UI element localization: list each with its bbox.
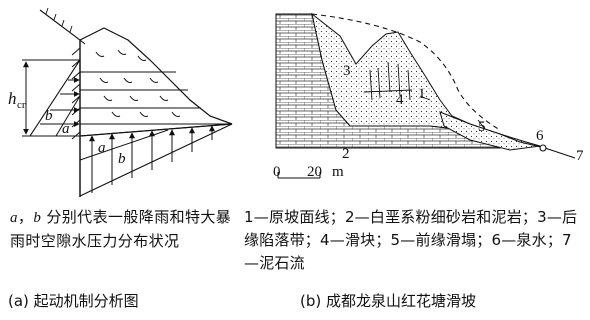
- panel-a-title: (a) 起动机制分析图: [8, 292, 139, 310]
- panel-a-description: a，b 分别代表一般降雨和特大暴雨时空隙水压力分布状况: [10, 206, 235, 253]
- spring-symbol: [539, 144, 547, 152]
- hcr-label: h: [8, 89, 17, 108]
- leader-lines: [419, 95, 485, 129]
- label-a-left: a: [62, 121, 70, 137]
- left-pressure-triangle: [28, 58, 81, 137]
- label-1: 1: [418, 86, 426, 102]
- uplift-pressure-triangle: [79, 123, 233, 197]
- scale-zero: 0: [273, 164, 281, 180]
- scale-twenty: 20: [307, 164, 322, 180]
- scale-unit: m: [332, 164, 344, 180]
- scale-bar: [277, 172, 321, 179]
- slide-mass: [311, 12, 501, 135]
- label-7: 7: [576, 148, 584, 164]
- var-separator: ，: [17, 208, 34, 226]
- label-b-mid: b: [118, 151, 126, 167]
- label-4: 4: [396, 92, 404, 108]
- label-b-left: b: [45, 108, 53, 124]
- label-2: 2: [342, 146, 350, 162]
- panel-b-title: (b) 成都龙泉山红花塘滑坡: [300, 292, 476, 310]
- surface-hatching: [45, 7, 73, 33]
- slide-layers: [80, 71, 232, 125]
- var-b: b: [33, 210, 42, 226]
- hcr-subscript: cr: [17, 99, 26, 111]
- ground-line-right: [499, 133, 576, 159]
- left-pressure-inner: [55, 95, 81, 137]
- label-6: 6: [536, 128, 544, 144]
- panel-a-diagram: h cr b a a b: [8, 7, 233, 197]
- panel-b-diagram: 3 4 1 5 6 7 2 0 20 m: [273, 12, 584, 180]
- label-5: 5: [478, 119, 486, 135]
- slide-block-cracks: [363, 61, 413, 101]
- left-pressure-arrows: [40, 77, 80, 127]
- panel-b-description: 1—原坡面线；2—白垩系粉细砂岩和泥岩；3—后缘陷落带；4—滑块；5—前缘滑塌；…: [244, 208, 578, 272]
- var-a: a: [10, 210, 18, 226]
- label-a-mid: a: [98, 140, 106, 156]
- uplift-arrows: [89, 125, 215, 193]
- ground-surface: [39, 9, 86, 45]
- label-3: 3: [343, 63, 351, 79]
- panel-a-description-text: 分别代表一般降雨和特大暴雨时空隙水压力分布状况: [10, 208, 232, 250]
- fracture-marks: [95, 49, 181, 117]
- hcr-dimension: [22, 59, 80, 137]
- slope-surface: [79, 27, 233, 125]
